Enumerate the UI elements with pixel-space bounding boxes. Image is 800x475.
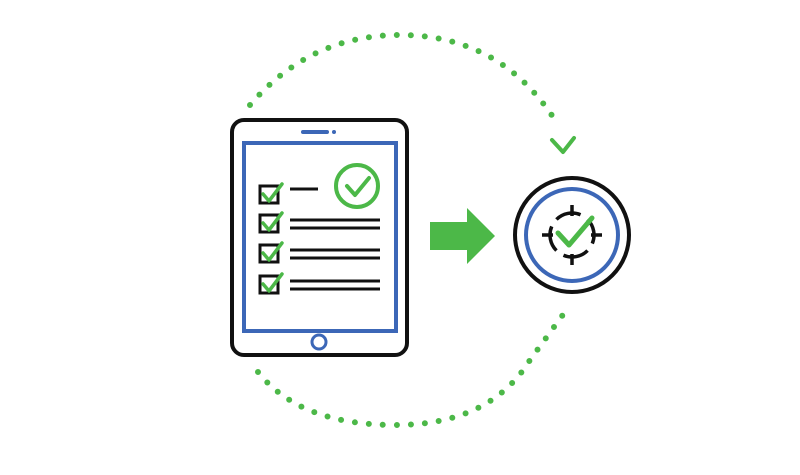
checkbox-icon [258, 243, 280, 264]
target-checkmark-icon [555, 215, 595, 248]
tablet-screen [242, 141, 398, 333]
checklist-item [258, 211, 380, 234]
checklist-item [258, 241, 380, 264]
tablet-home-button-icon [310, 333, 328, 351]
target-check-icon [513, 176, 631, 294]
checklist-item [258, 182, 318, 205]
checkmark-icon [261, 211, 284, 232]
checkbox-icon [258, 184, 280, 205]
checkbox-icon [258, 274, 280, 295]
dotted-cycle-arrow-icon [247, 31, 576, 429]
checklist-item [258, 272, 380, 295]
checkbox-icon [258, 213, 280, 234]
cycle-arrowhead-icon [550, 136, 576, 154]
checkmark-icon [261, 272, 284, 293]
checkmark-icon [261, 241, 284, 262]
check-circle-icon [334, 163, 380, 209]
tablet-icon [230, 118, 409, 357]
arrow-right-icon [430, 208, 495, 264]
checkmark-icon [261, 182, 284, 203]
checklist-icon [258, 182, 380, 295]
tablet-camera-icon [332, 130, 336, 134]
